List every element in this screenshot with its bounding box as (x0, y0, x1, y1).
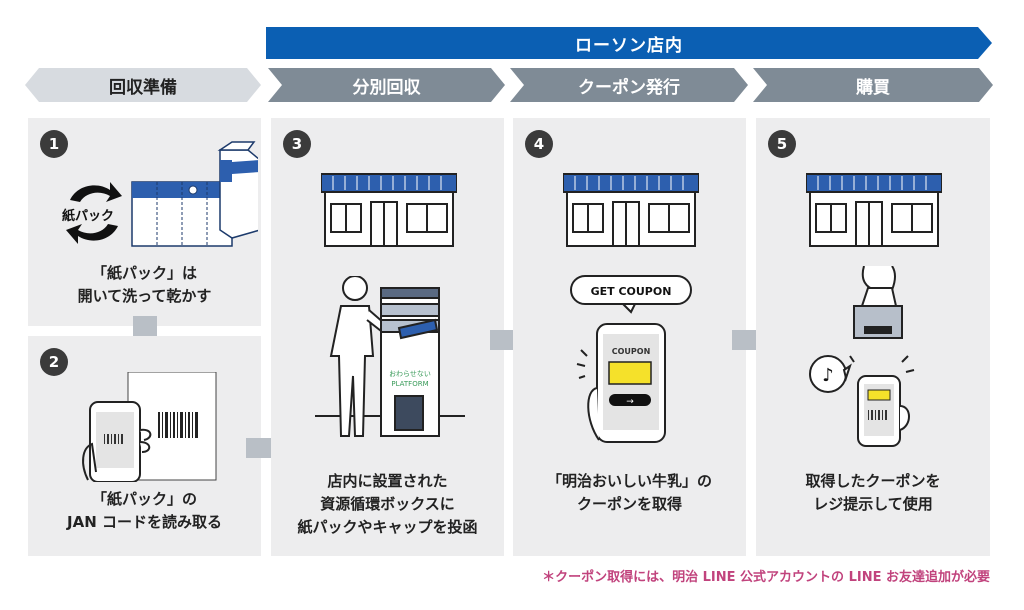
paper-pack-text: 紙パック (62, 208, 114, 224)
lawson-banner-label: ローソン店内 (575, 35, 683, 56)
caption-line: 「紙パック」の (91, 490, 197, 508)
recycle-arrows-icon (66, 182, 122, 244)
step-number-badge: 4 (525, 130, 553, 158)
step-caption: 店内に設置された 資源循環ボックスに 紙パックやキャップを投函 (271, 470, 504, 539)
step-5-panel: 5 ♪ 取得したクーポンを レジ提示して使用 (756, 118, 990, 556)
caption-line: 「紙パック」は (91, 264, 197, 282)
barcode-scan-illustration (82, 372, 217, 482)
step-4-panel: 4 GET COUPON COUPON → 「明治おいしい牛乳」の クーポンを取… (513, 118, 746, 556)
stage-collection-prep: 回収準備 (25, 68, 261, 102)
step-3-panel: 3 おわらせない PLATFORM 店内に設置された 資源循環ボックスに (271, 118, 504, 556)
stage-arrow-shape (510, 68, 748, 102)
svg-text:♪: ♪ (822, 365, 834, 386)
stage-label: 回収準備 (109, 77, 177, 98)
stage-label: 購買 (856, 77, 890, 98)
svg-text:→: → (626, 397, 634, 407)
stage-label: 分別回収 (352, 77, 421, 98)
caption-line: レジ提示して使用 (813, 495, 933, 513)
step-caption: 「紙パック」の JAN コードを読み取る (28, 488, 261, 534)
coupon-ticket-icon (608, 361, 652, 385)
get-coupon-text: GET COUPON (591, 285, 672, 298)
box-brand-text: おわらせない (389, 370, 431, 378)
coupon-button-icon (609, 394, 651, 406)
box-platform-text: PLATFORM (391, 380, 428, 388)
footnote: ＊クーポン取得には、明治 LINE 公式アカウントの LINE お友達追加が必要 (542, 570, 990, 585)
step-caption: 「明治おいしい牛乳」の クーポンを取得 (513, 470, 746, 516)
step-number-badge: 2 (40, 348, 68, 376)
coupon-label-text: COUPON (612, 347, 651, 356)
caption-line: JAN コードを読み取る (67, 513, 222, 531)
stage-purchase: 購買 (753, 68, 993, 102)
lawson-store-icon (806, 173, 942, 247)
recycle-box-icon (380, 287, 440, 437)
caption-line: 取得したクーポンを (805, 472, 941, 490)
caption-line: 紙パックやキャップを投函 (297, 518, 478, 536)
recycling-box-illustration: おわらせない PLATFORM (315, 276, 465, 437)
barcode-scanner-icon (853, 305, 903, 339)
barcode-icon (158, 412, 198, 438)
register-scan-illustration: ♪ (809, 266, 915, 447)
step-2-panel: 2 「紙パック」の JAN コードを読み取る (28, 336, 261, 556)
lawson-store-banner: ローソン店内 (266, 27, 992, 59)
step-1-panel: 1 紙パック 「紙パック」は 開いて洗って乾かす (28, 118, 261, 326)
caption-line: クーポンを取得 (576, 495, 682, 513)
lawson-store-icon (321, 173, 457, 247)
banner-arrow-shape (266, 27, 992, 59)
stage-arrow-shape (268, 68, 505, 102)
step-caption: 取得したクーポンを レジ提示して使用 (756, 470, 990, 516)
step-number-badge: 3 (283, 130, 311, 158)
caption-line: 開いて洗って乾かす (77, 287, 212, 305)
coupon-phone-illustration: GET COUPON COUPON → (570, 275, 692, 443)
stage-arrow-shape (25, 68, 261, 102)
step-number-badge: 1 (40, 130, 68, 158)
stage-coupon-issue: クーポン発行 (510, 68, 748, 102)
stage-arrow-shape (753, 68, 993, 102)
stage-label: クーポン発行 (578, 77, 680, 98)
step-caption: 「紙パック」は 開いて洗って乾かす (28, 262, 261, 308)
step-number-badge: 5 (768, 130, 796, 158)
lawson-store-icon (563, 173, 699, 247)
caption-line: 資源循環ボックスに (320, 495, 455, 513)
stage-sorted-collection: 分別回収 (268, 68, 505, 102)
milk-carton-illustration: 紙パック (62, 141, 258, 247)
caption-line: 店内に設置された (327, 472, 448, 490)
caption-line: 「明治おいしい牛乳」の (546, 472, 712, 490)
